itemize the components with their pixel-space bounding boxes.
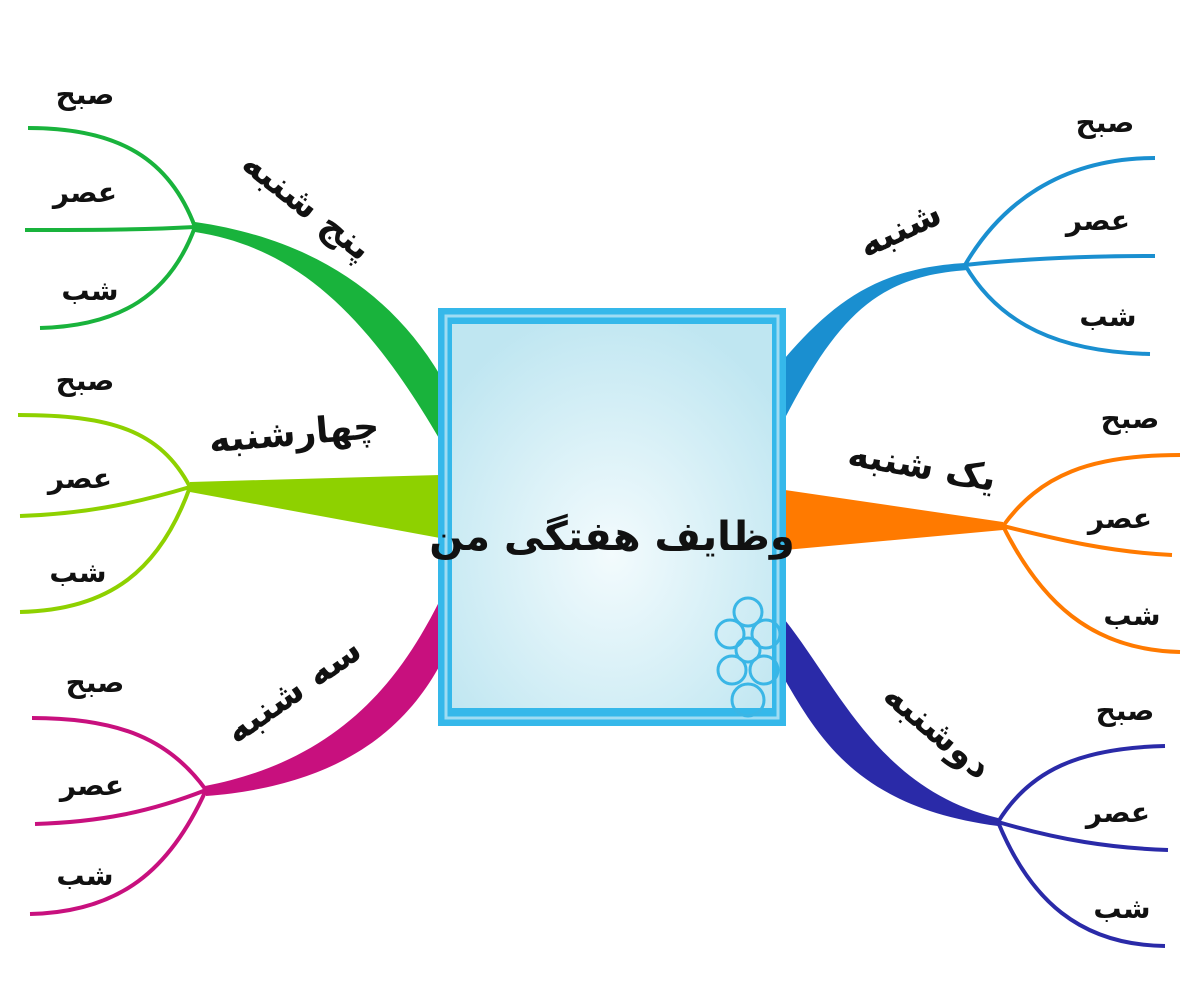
central-topic: وظایف هفتگی من	[429, 308, 795, 726]
slot-line	[963, 263, 1151, 356]
branch-wednesday: چهارشنبه صبح عصر شب	[17, 364, 440, 614]
slot-label: صبح	[56, 364, 115, 397]
slot-line	[997, 820, 1169, 852]
slot-line	[963, 156, 1156, 267]
slot-label: عصر	[1064, 204, 1130, 237]
slot-line	[39, 226, 197, 330]
slot-label: صبح	[66, 666, 125, 699]
slot-label: صبح	[1076, 106, 1135, 139]
slot-line	[27, 126, 197, 228]
central-card-inner-border	[444, 314, 780, 720]
slot-line	[34, 788, 207, 826]
slot-label: عصر	[58, 769, 124, 802]
slot-line	[19, 486, 192, 614]
slot-line	[996, 821, 1166, 948]
slot-label: شب	[49, 556, 106, 589]
slot-line	[29, 789, 208, 916]
slot-label: عصر	[51, 176, 117, 209]
slot-label: عصر	[46, 462, 112, 495]
branch-tuesday: سه شنبه صبح عصر شب	[29, 600, 440, 916]
branch-label-thursday: پنج شنبه	[234, 143, 380, 270]
slot-line	[17, 413, 192, 488]
branch-label-wednesday: چهارشنبه	[207, 406, 381, 462]
slot-line	[964, 254, 1156, 267]
slot-line	[1001, 525, 1181, 654]
flower-ornament-icon	[714, 596, 782, 718]
slot-line	[24, 225, 196, 232]
slot-line	[31, 716, 208, 792]
slot-line	[19, 485, 191, 518]
slot-label: صبح	[56, 78, 115, 111]
branch-trunk	[785, 490, 1003, 550]
slot-label: صبح	[1101, 402, 1160, 435]
slot-label: شب	[1093, 892, 1150, 925]
branch-trunk	[195, 222, 440, 440]
slot-label: شب	[1103, 599, 1160, 632]
branch-label-sunday: یک شنبه	[845, 434, 999, 500]
slot-label: صبح	[1096, 694, 1155, 727]
slot-line	[1001, 453, 1181, 528]
branch-sunday: یک شنبه صبح عصر شب	[785, 402, 1181, 654]
slot-label: شب	[56, 859, 113, 892]
branch-trunk	[205, 600, 440, 796]
branch-saturday: شنبه صبح عصر شب	[785, 106, 1156, 418]
slot-label: شب	[1079, 300, 1136, 333]
branch-monday: دوشنبه صبح عصر شب	[785, 620, 1169, 948]
branch-label-saturday: شنبه	[852, 193, 948, 267]
slot-label: عصر	[1084, 796, 1150, 829]
slot-line	[1002, 524, 1173, 557]
branch-trunk	[190, 475, 440, 538]
slot-line	[996, 744, 1166, 824]
branch-trunk	[785, 263, 968, 418]
central-title: وظایف هفتگی من	[429, 513, 794, 560]
branch-trunk	[785, 620, 998, 826]
slot-label: شب	[61, 274, 118, 307]
slot-label: عصر	[1086, 502, 1152, 535]
